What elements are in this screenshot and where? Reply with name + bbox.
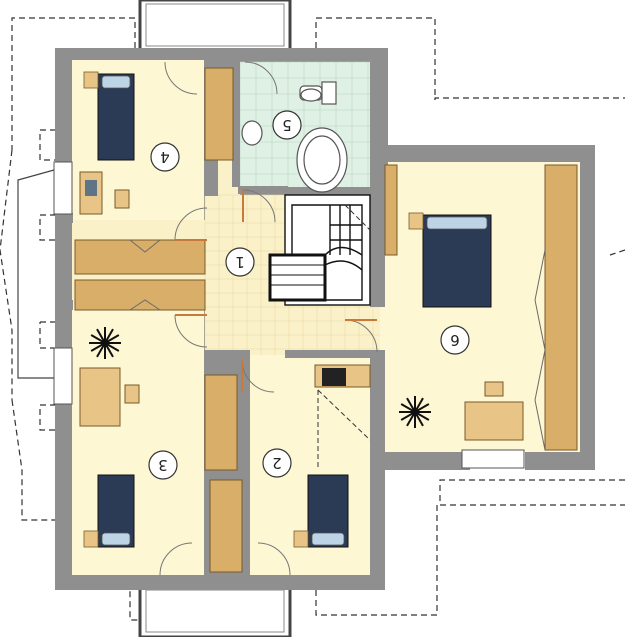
bed	[83, 71, 135, 161]
plant-leaf	[104, 342, 114, 358]
plant-leaf	[104, 328, 114, 344]
room-labels: 1 2 3 4 5 6	[148, 110, 470, 480]
room-label-6: 6	[440, 325, 470, 355]
plant-leaf	[104, 342, 120, 352]
bed-mattress	[422, 214, 492, 308]
plant-leaf	[414, 411, 424, 427]
nightstand	[408, 212, 424, 230]
plant-leaf	[400, 403, 416, 413]
bed-pillow	[101, 75, 131, 89]
room-label-1: 1	[225, 247, 255, 277]
room-number-5: 5	[282, 116, 292, 134]
room-number-6: 6	[450, 331, 460, 349]
bathroom-fixtures	[241, 81, 348, 193]
room-label-5: 5	[272, 110, 302, 140]
bed-pillow	[311, 532, 345, 546]
plant-leaf	[90, 334, 106, 344]
plant-leaf	[406, 397, 416, 413]
bed-pillow	[426, 216, 488, 230]
room-label-3: 3	[148, 450, 178, 480]
plant-leaf	[96, 328, 106, 344]
door-leaves	[175, 190, 377, 392]
room-label-2: 2	[262, 448, 292, 478]
nightstand	[83, 530, 99, 548]
slope-lines	[317, 204, 371, 470]
west-windows	[53, 161, 525, 469]
wardrobes	[74, 67, 578, 573]
nightstand	[293, 530, 309, 548]
plant-leaf	[406, 411, 416, 427]
bed	[408, 212, 492, 308]
plant-leaf	[414, 403, 430, 413]
room-label-4: 4	[150, 142, 180, 172]
bed-pillow	[101, 532, 131, 546]
balcony-north	[138, 0, 292, 52]
doors	[159, 61, 378, 576]
plant-leaf	[400, 411, 416, 421]
room-number-3: 3	[158, 456, 168, 474]
plants	[89, 327, 431, 428]
west-window-frames	[17, 169, 55, 379]
room-number-4: 4	[160, 148, 170, 166]
beds	[83, 71, 492, 548]
monitors	[85, 180, 346, 386]
bed	[83, 474, 135, 548]
room-number-1: 1	[235, 253, 245, 271]
balcony-south	[138, 583, 292, 637]
plant-leaf	[96, 342, 106, 358]
stair-void-lower-steps	[270, 264, 325, 286]
nightstand	[83, 71, 99, 89]
room-number-2: 2	[272, 454, 282, 472]
plant-leaf	[104, 334, 120, 344]
plant-leaf	[414, 397, 424, 413]
wardrobe-doors	[129, 239, 546, 451]
plant-leaf	[90, 342, 106, 352]
plant-leaf	[414, 411, 430, 421]
bed	[293, 474, 349, 548]
stair-void-lower	[268, 253, 327, 302]
